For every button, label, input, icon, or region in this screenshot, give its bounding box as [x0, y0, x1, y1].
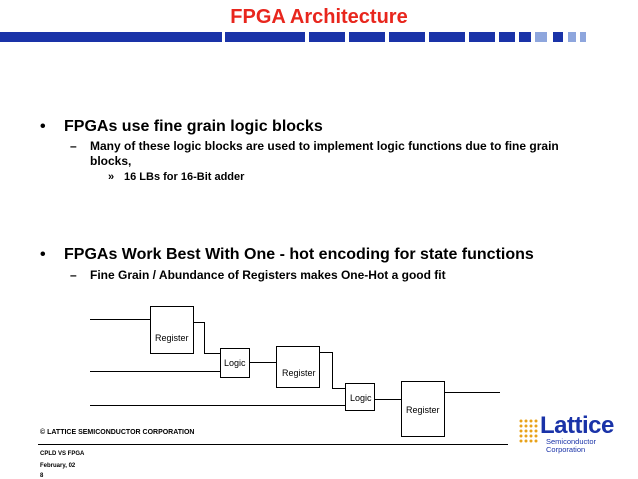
register-label-1: Register — [155, 333, 189, 343]
title-decor-bar — [0, 32, 638, 42]
wire — [332, 388, 345, 389]
register-block-3 — [401, 381, 445, 437]
register-label-3: Register — [406, 405, 440, 415]
logo-tagline-1: Semiconductor — [546, 437, 597, 446]
logo-wordmark: Lattice — [540, 412, 614, 439]
register-label-2: Register — [282, 368, 316, 378]
wire — [332, 352, 333, 388]
bullet-1-text: FPGAs use fine grain logic blocks — [64, 118, 323, 135]
footer-copyright: © LATTICE SEMICONDUCTOR CORPORATION — [40, 429, 195, 436]
wire — [204, 353, 220, 354]
bullet-2-text: FPGAs Work Best With One - hot encoding … — [64, 246, 534, 263]
logic-label-1: Logic — [224, 358, 246, 368]
register-block-1 — [150, 306, 194, 354]
wire — [90, 405, 345, 406]
wire — [194, 322, 204, 323]
wire — [204, 322, 205, 354]
footer-divider — [38, 444, 508, 445]
wire — [445, 392, 500, 393]
bullet-1-subsub-text: 16 LBs for 16-Bit adder — [124, 171, 245, 183]
bullet-2-sub-text: Fine Grain / Abundance of Registers make… — [90, 268, 446, 282]
lattice-dots-icon — [519, 419, 538, 443]
slide-title: FPGA Architecture — [230, 6, 408, 28]
footer-page: 8 — [40, 473, 44, 479]
bullet-dot: • — [40, 118, 46, 135]
chevron-mark: » — [108, 171, 115, 183]
wire — [90, 319, 150, 320]
register-block-2 — [276, 346, 320, 388]
wire — [375, 399, 401, 400]
wire — [90, 371, 220, 372]
bullet-dot: • — [40, 246, 46, 263]
wire — [250, 362, 276, 363]
logic-block-2 — [345, 383, 375, 411]
logo-tagline-2: Corporation — [546, 445, 586, 454]
wire — [320, 352, 332, 353]
dash-mark: – — [70, 268, 77, 282]
footer-date: February, 02 — [40, 463, 76, 469]
bullet-1-sub-text: Many of these logic blocks are used to i… — [90, 139, 559, 168]
dash-mark: – — [70, 139, 77, 153]
logic-label-2: Logic — [350, 393, 372, 403]
footer-doc: CPLD VS FPGA — [40, 451, 85, 457]
lattice-logo: Lattice Semiconductor Corporation — [518, 412, 614, 457]
logic-block-1 — [220, 348, 250, 378]
